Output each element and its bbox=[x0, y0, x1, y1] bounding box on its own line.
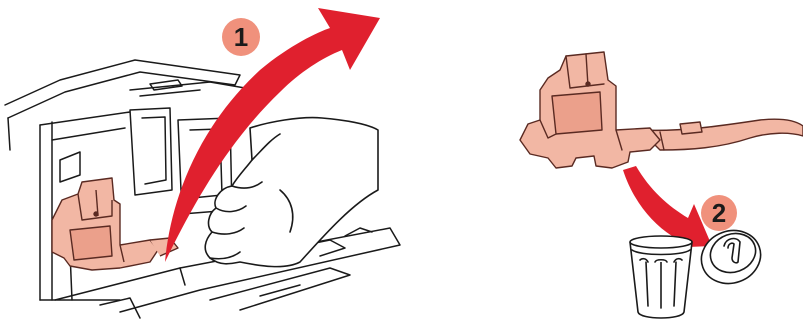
removed-protective-part bbox=[519, 51, 803, 169]
step-1-number: 1 bbox=[234, 22, 248, 52]
step-2-badge: 2 bbox=[701, 195, 737, 231]
trash-can-icon bbox=[629, 229, 762, 319]
curved-arrow-down-icon bbox=[623, 166, 712, 248]
step-2-number: 2 bbox=[712, 198, 726, 228]
step-1-badge: 1 bbox=[222, 18, 260, 56]
hand-illustration bbox=[204, 116, 379, 268]
cartridge-clip-in-printer bbox=[51, 177, 179, 271]
curved-arrow-up-right-icon bbox=[165, 8, 380, 262]
